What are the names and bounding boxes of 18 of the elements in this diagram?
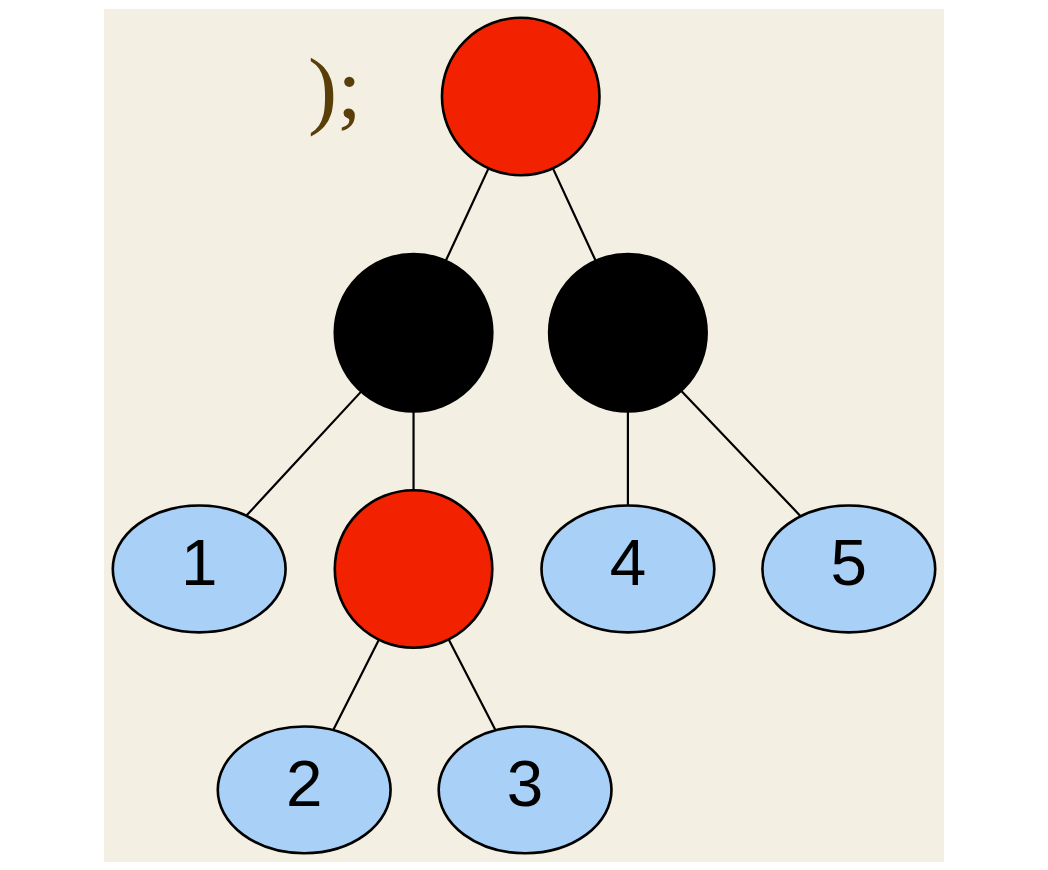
connector (412, 410, 415, 489)
label: ); (308, 39, 362, 137)
node-ellipse: 4 (540, 503, 716, 634)
node-circle (440, 15, 601, 177)
node-ellipse: 1 (111, 503, 287, 634)
node-circle (333, 488, 494, 649)
connector (447, 638, 497, 730)
node-circle (547, 252, 708, 413)
node-ellipse: 3 (437, 724, 613, 855)
node-ellipse: 2 (216, 724, 392, 855)
connector (552, 167, 597, 261)
connector (680, 389, 802, 517)
node-ellipse: 5 (761, 503, 937, 634)
node-circle (333, 252, 494, 413)
connector (626, 410, 629, 505)
connector (332, 639, 380, 731)
connector (245, 390, 362, 516)
connector (444, 167, 490, 261)
